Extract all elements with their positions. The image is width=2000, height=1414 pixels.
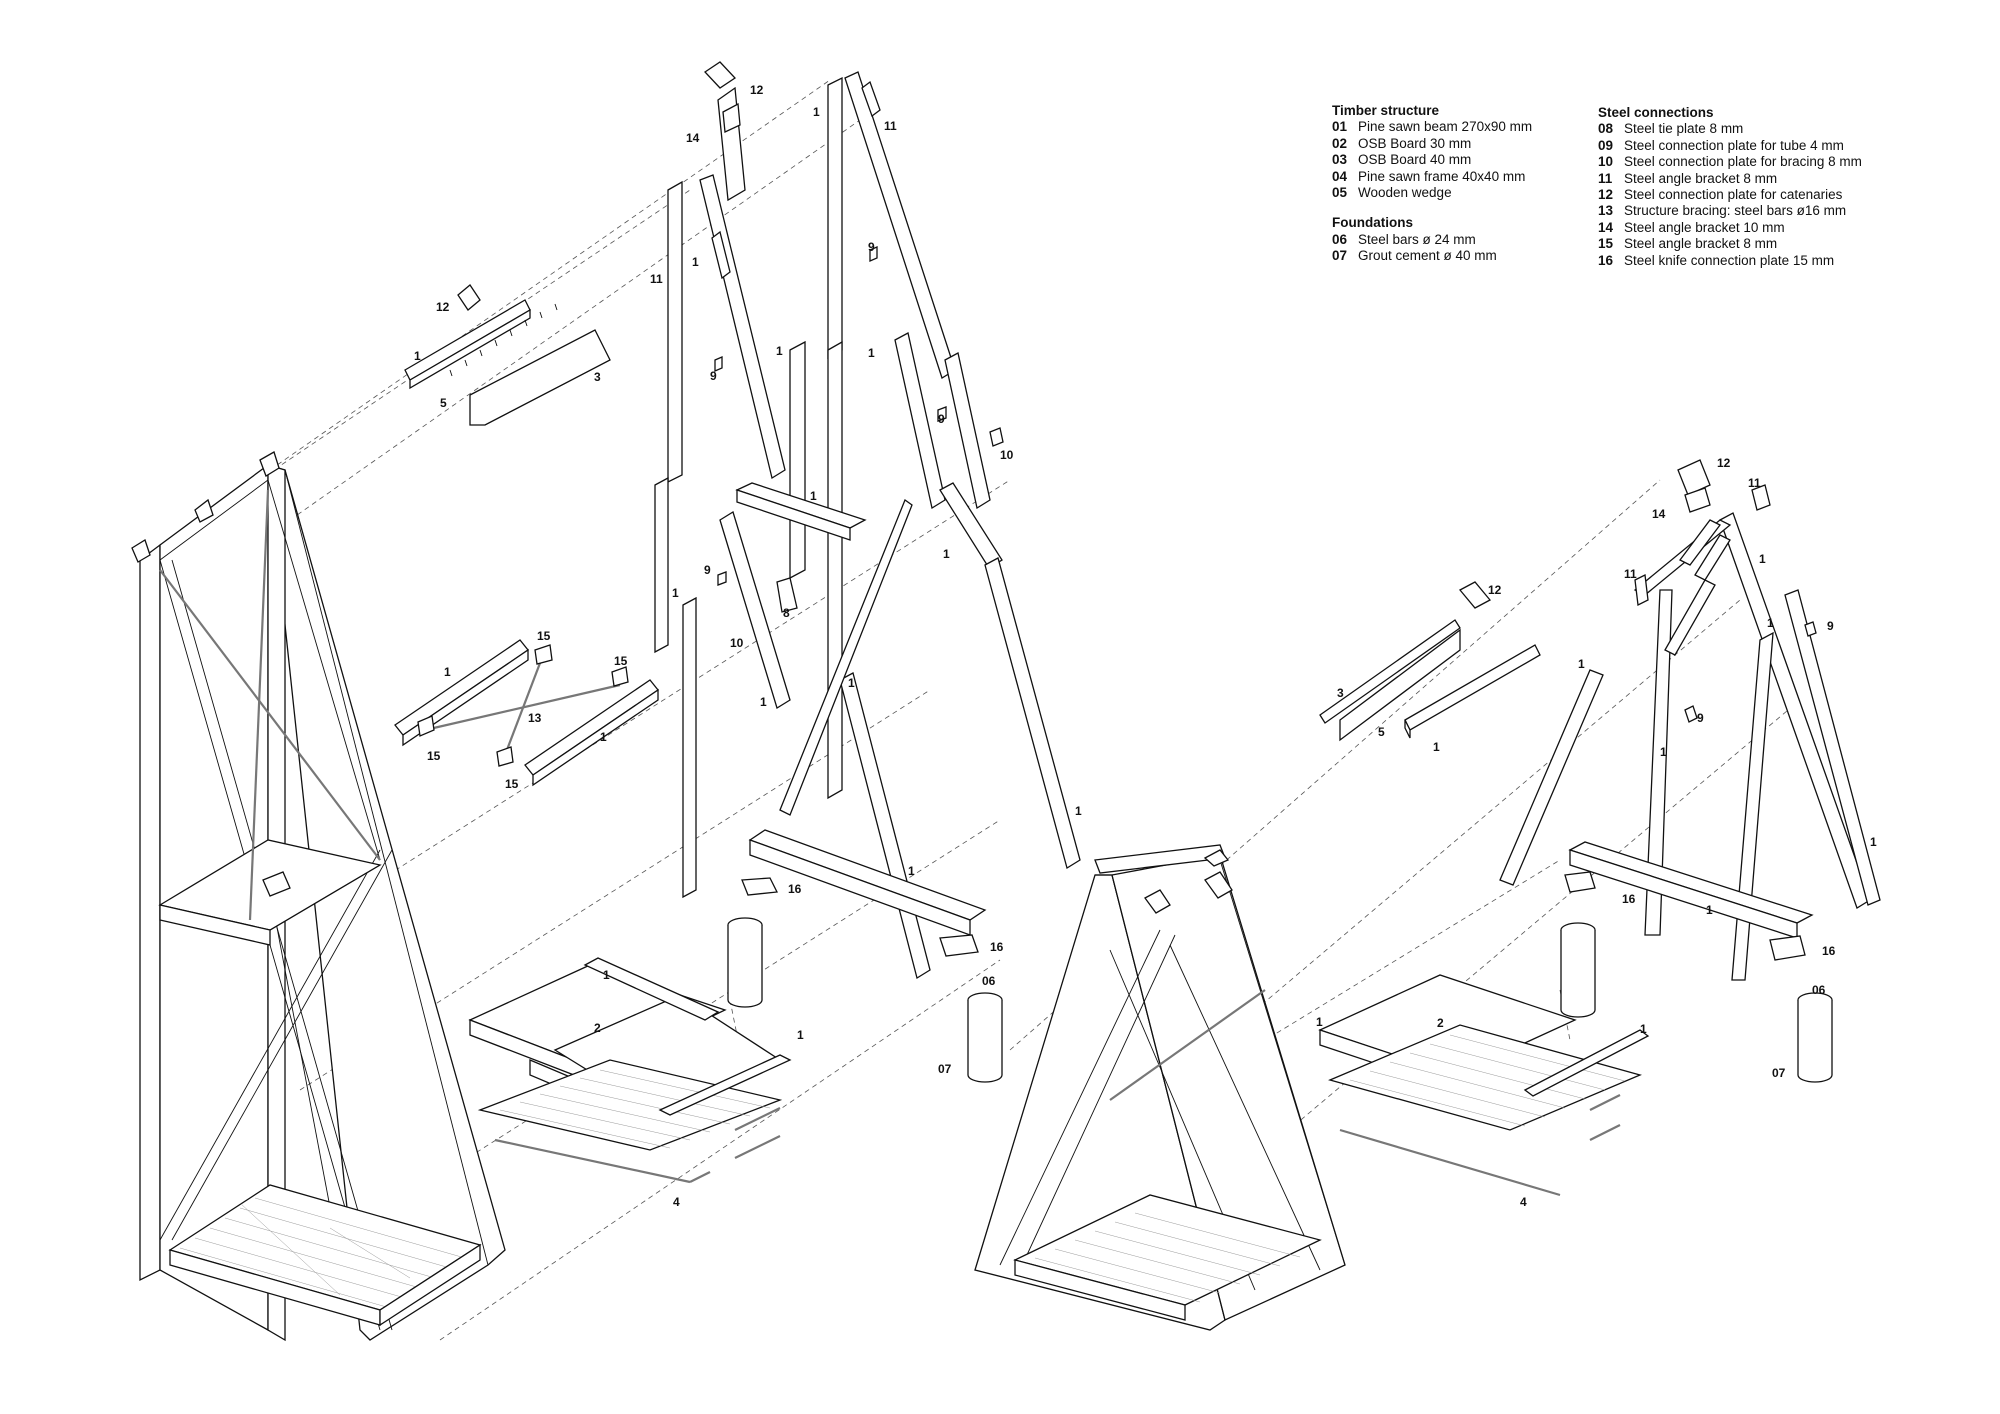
- callout-1: 1: [1759, 552, 1766, 566]
- callout-11: 11: [884, 119, 897, 133]
- callout-9: 9: [1827, 619, 1834, 633]
- exploded-frame-right: [1319, 459, 1881, 981]
- callout-13: 13: [528, 711, 542, 725]
- assembled-structure-right: [974, 844, 1346, 1331]
- callout-4: 4: [673, 1195, 680, 1209]
- callout-1: 1: [1433, 740, 1440, 754]
- callout-15: 15: [427, 749, 441, 763]
- callout-07: 07: [938, 1062, 952, 1076]
- exploded-top-beam-left: [404, 284, 611, 426]
- callout-1: 1: [603, 968, 610, 982]
- callout-16: 16: [788, 882, 802, 896]
- callout-9: 9: [704, 563, 711, 577]
- callout-15: 15: [614, 654, 628, 668]
- callout-1: 1: [444, 665, 451, 679]
- callout-1: 1: [1767, 616, 1774, 630]
- legend-title-timber: Timber structure: [1332, 103, 1440, 118]
- foundations-centre: [727, 917, 1003, 1083]
- callout-1: 1: [810, 489, 817, 503]
- callout-11: 11: [650, 272, 663, 286]
- callout-15: 15: [505, 777, 519, 791]
- assembled-structure-left: [131, 451, 506, 1342]
- callout-14: 14: [1652, 507, 1666, 521]
- callout-10: 10: [730, 636, 744, 650]
- callout-16: 16: [990, 940, 1004, 954]
- callout-1: 1: [1640, 1022, 1647, 1036]
- callout-1: 1: [1870, 835, 1877, 849]
- callout-8: 8: [783, 606, 790, 620]
- callout-16: 16: [1622, 892, 1636, 906]
- callout-1: 1: [776, 344, 783, 358]
- callout-3: 3: [594, 370, 601, 384]
- callout-16: 16: [1822, 944, 1836, 958]
- callout-1: 1: [908, 864, 915, 878]
- callout-12: 12: [1717, 456, 1731, 470]
- callout-1: 1: [1660, 745, 1667, 759]
- callout-3: 3: [1337, 686, 1344, 700]
- exploded-floor-right: [1318, 974, 1650, 1197]
- callout-9: 9: [710, 369, 717, 383]
- callout-15: 15: [537, 629, 551, 643]
- legend-title-foundations: Foundations: [1332, 215, 1413, 231]
- callout-9: 9: [938, 412, 945, 426]
- callout-06: 06: [982, 974, 996, 988]
- callout-1: 1: [1706, 903, 1713, 917]
- callout-1: 1: [1075, 804, 1082, 818]
- callout-1: 1: [1578, 657, 1585, 671]
- callout-06: 06: [1812, 983, 1826, 997]
- callout-1: 1: [848, 676, 855, 690]
- callout-1: 1: [943, 547, 950, 561]
- callout-12: 12: [750, 83, 764, 97]
- callout-11: 11: [1624, 567, 1637, 581]
- callout-labels: 12 14 1 11 1 11 9 12 1 3 5 1 1 9 9 10 1 …: [414, 83, 1877, 1209]
- callout-9: 9: [1697, 711, 1704, 725]
- callout-1: 1: [672, 586, 679, 600]
- callout-1: 1: [760, 695, 767, 709]
- callout-07: 07: [1772, 1066, 1786, 1080]
- catenary-plate-12: [457, 284, 481, 311]
- callout-5: 5: [440, 396, 447, 410]
- callout-1: 1: [813, 105, 820, 119]
- legend-title-steel: Steel connections: [1598, 105, 1714, 120]
- callout-5: 5: [1378, 725, 1385, 739]
- callout-12: 12: [436, 300, 450, 314]
- exploded-bracing-left: [394, 639, 659, 787]
- callout-2: 2: [1437, 1016, 1444, 1030]
- callout-1: 1: [1316, 1015, 1323, 1029]
- callout-4: 4: [1520, 1195, 1527, 1209]
- callout-14: 14: [686, 131, 700, 145]
- callout-1: 1: [600, 730, 607, 744]
- callout-9: 9: [868, 240, 875, 254]
- callout-1: 1: [414, 349, 421, 363]
- callout-1: 1: [868, 346, 875, 360]
- callout-12: 12: [1488, 583, 1502, 597]
- callout-10: 10: [1000, 448, 1014, 462]
- callout-1: 1: [692, 255, 699, 269]
- callout-11: 11: [1748, 476, 1761, 490]
- exploded-floor-left: [468, 957, 792, 1184]
- callout-2: 2: [594, 1021, 601, 1035]
- callout-1: 1: [797, 1028, 804, 1042]
- foundations-right: [1560, 922, 1833, 1083]
- exploded-frame-centre: [654, 61, 1081, 980]
